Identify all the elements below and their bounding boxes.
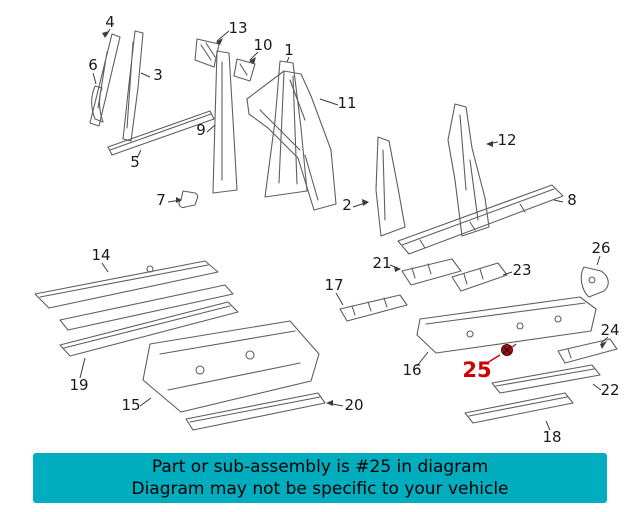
callout-23: 23 bbox=[512, 261, 531, 279]
highlight-leader-line bbox=[486, 354, 501, 364]
callout-1: 1 bbox=[284, 41, 294, 59]
part-17-shape bbox=[339, 294, 408, 322]
part-21-shape bbox=[401, 258, 462, 286]
callout-17: 17 bbox=[324, 276, 343, 294]
part-16-shape bbox=[416, 296, 597, 354]
part-15-shape bbox=[142, 320, 320, 413]
part-1-shape bbox=[264, 60, 308, 198]
callout-9: 9 bbox=[196, 121, 206, 139]
callout-25-highlighted: 25 bbox=[462, 358, 491, 382]
info-banner: Part or sub-assembly is #25 in diagram D… bbox=[33, 453, 607, 503]
part-8-shape bbox=[397, 184, 564, 255]
callout-labels: 4 13 6 10 1 3 9 11 12 5 7 2 8 14 26 21 2… bbox=[69, 13, 619, 446]
callout-16: 16 bbox=[402, 361, 421, 379]
part-12-shape bbox=[447, 103, 490, 237]
callout-7: 7 bbox=[156, 191, 166, 209]
callout-19: 19 bbox=[69, 376, 88, 394]
part-26-shape bbox=[580, 266, 609, 298]
callout-6: 6 bbox=[88, 56, 98, 74]
callout-3: 3 bbox=[153, 66, 163, 84]
part-13-shape bbox=[194, 38, 220, 68]
part-11-shape bbox=[246, 70, 337, 211]
callout-4: 4 bbox=[105, 13, 115, 31]
callout-18: 18 bbox=[542, 428, 561, 446]
part-24-shape bbox=[557, 338, 618, 364]
callout-13: 13 bbox=[228, 19, 247, 37]
callout-10: 10 bbox=[253, 36, 272, 54]
callout-12: 12 bbox=[497, 131, 516, 149]
part-10-shape bbox=[233, 58, 256, 82]
callout-11: 11 bbox=[337, 94, 356, 112]
callout-5: 5 bbox=[130, 153, 140, 171]
callout-20: 20 bbox=[344, 396, 363, 414]
callout-26: 26 bbox=[591, 239, 610, 257]
part-14-shape bbox=[34, 260, 234, 331]
callout-14: 14 bbox=[91, 246, 110, 264]
part-7-shape bbox=[178, 190, 199, 209]
part-2-shape bbox=[375, 136, 406, 237]
callout-24: 24 bbox=[600, 321, 619, 339]
callout-21: 21 bbox=[372, 254, 391, 272]
part-23-shape bbox=[451, 262, 508, 292]
part-3-shape bbox=[122, 30, 144, 142]
exploded-parts-drawing: 4 13 6 10 1 3 9 11 12 5 7 2 8 14 26 21 2… bbox=[34, 13, 620, 446]
leader-lines bbox=[79, 28, 609, 431]
banner-line-2: Diagram may not be specific to your vehi… bbox=[131, 479, 509, 499]
callout-22: 22 bbox=[600, 381, 619, 399]
banner-line-1: Part or sub-assembly is #25 in diagram bbox=[151, 456, 489, 477]
bolt-icon bbox=[501, 343, 517, 356]
part-18-shape bbox=[464, 392, 574, 424]
part-6-shape bbox=[91, 85, 104, 123]
leader-arrowheads bbox=[102, 31, 607, 406]
part-5-shape bbox=[107, 110, 215, 156]
part-19-shape bbox=[59, 301, 239, 357]
callout-15: 15 bbox=[121, 396, 140, 414]
part-20-shape bbox=[185, 392, 326, 431]
callout-8: 8 bbox=[567, 191, 577, 209]
part-shapes bbox=[34, 30, 618, 431]
part-22-shape bbox=[491, 364, 601, 394]
part-9-shape bbox=[212, 50, 238, 194]
callout-2: 2 bbox=[342, 196, 352, 214]
